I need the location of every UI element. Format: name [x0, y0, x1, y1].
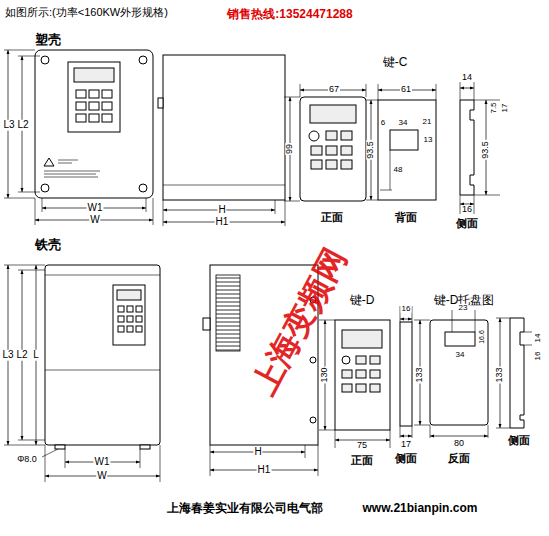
dimension: 130 — [320, 366, 329, 383]
page-title: 如图所示:(功率<160KW外形规格) — [4, 7, 169, 19]
dimension: 17 — [501, 103, 509, 114]
dimension: 16 — [461, 205, 473, 214]
dimension: 93.5 — [366, 140, 375, 160]
dimension: 16 — [401, 305, 412, 313]
dimension: 16 — [534, 351, 542, 362]
dimension: 16.6 — [478, 329, 485, 345]
dimension-lines — [4, 50, 153, 225]
dimension: 93.5 — [481, 140, 490, 160]
dimension: L3 L2 — [2, 120, 29, 131]
dimension: 61 — [400, 85, 412, 94]
dimension: W1 — [87, 203, 104, 214]
dimension: 23 — [458, 304, 469, 312]
dimension: 17 — [400, 440, 412, 449]
dimension: 67 — [328, 85, 340, 94]
dimension: L3 L2 — [1, 350, 28, 361]
view-name: 正面 — [320, 212, 344, 224]
dimension: 14 — [534, 333, 542, 344]
dimension: 133 — [415, 366, 424, 383]
view-name: 背面 — [394, 212, 418, 224]
dimension: 75 — [356, 441, 368, 450]
hotline: 销售热线:13524471288 — [226, 8, 353, 21]
dimension: 99 — [285, 143, 294, 155]
website: www.21bianpin.com — [362, 502, 479, 515]
housing-heading: 塑壳 — [34, 33, 62, 47]
dimension: 14 — [461, 73, 473, 82]
dimension: H1 — [257, 465, 272, 476]
keypad-d — [319, 306, 532, 448]
view-name: 侧面 — [455, 218, 479, 230]
view-name: 正面 — [350, 455, 374, 467]
dimension: 80 — [453, 439, 465, 448]
dimension: W — [96, 471, 107, 482]
view-name: 侧面 — [394, 453, 418, 465]
dimension: 6 — [380, 119, 386, 127]
dimension: H1 — [215, 217, 230, 228]
iron-housing-front — [4, 265, 160, 482]
view-name: 侧面 — [507, 435, 531, 447]
view-name: 反面 — [447, 453, 471, 465]
housing-heading: 铁壳 — [34, 238, 62, 252]
plastic-housing-front — [35, 50, 153, 198]
dimension: Φ8.0 — [16, 455, 38, 464]
keypad-c — [284, 82, 500, 214]
dimension: W1 — [94, 457, 111, 468]
dimension: 13 — [423, 136, 434, 144]
dimension: 34 — [455, 351, 466, 359]
company-name: 上海春姜实业有限公司电气部 — [166, 502, 324, 515]
dimension: H — [217, 205, 226, 216]
dimension: H — [253, 447, 262, 458]
dimension: 34 — [398, 119, 409, 127]
dimension: 133 — [495, 366, 504, 383]
dimension: 48 — [393, 166, 404, 174]
keypad-heading: 键-D — [349, 294, 376, 307]
dimension: 21 — [422, 118, 433, 126]
dimension: W — [89, 215, 100, 226]
keypad-heading: 键-C — [382, 56, 409, 69]
plastic-housing-side — [158, 55, 285, 226]
dimension: L — [32, 350, 40, 361]
dimension: 7.5 — [490, 101, 498, 114]
